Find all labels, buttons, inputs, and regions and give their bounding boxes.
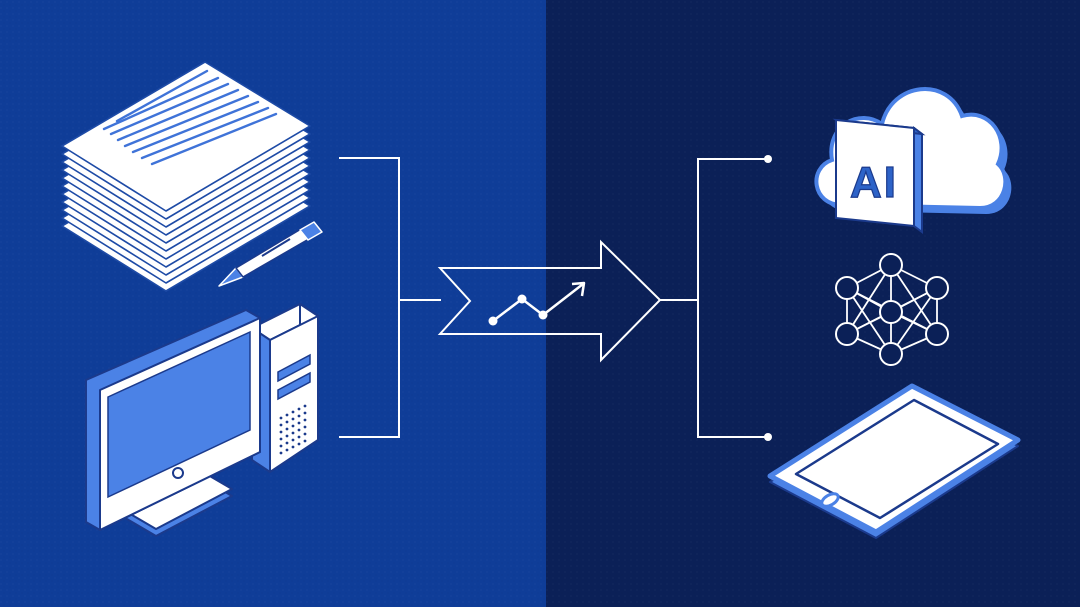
desktop-computer-icon [85,303,319,537]
trend-line-icon [488,281,586,326]
ai-cloud-icon: AI [814,87,1012,234]
trend-arrow-icon [437,239,662,363]
input-connector-lines [339,157,441,438]
output-connector-lines [659,155,772,441]
ai-label: AI [850,158,898,207]
neural-network-icon [835,253,949,366]
pen-icon [218,221,323,287]
document-stack-icon [61,61,311,292]
tablet-icon [767,383,1021,539]
